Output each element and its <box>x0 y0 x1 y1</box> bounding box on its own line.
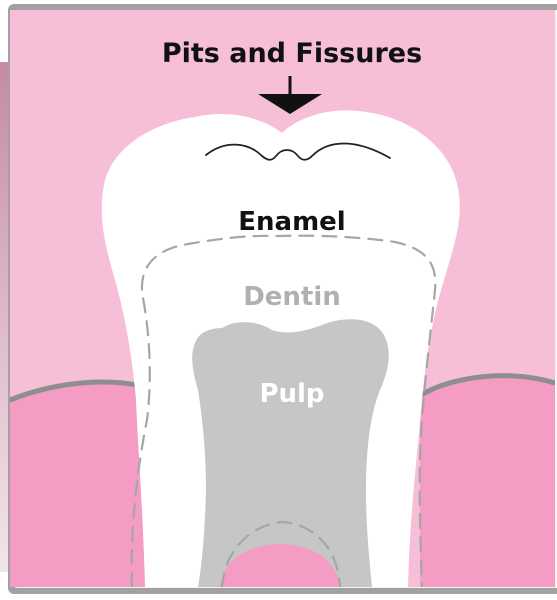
dentin-label: Dentin <box>243 282 341 312</box>
gum-right <box>420 376 555 587</box>
enamel-label: Enamel <box>238 207 345 237</box>
pits-and-fissures-label: Pits and Fissures <box>162 38 422 69</box>
pulp-label: Pulp <box>259 379 324 409</box>
tooth-diagram: Pits and Fissures Enamel Dentin Pulp <box>10 10 555 587</box>
